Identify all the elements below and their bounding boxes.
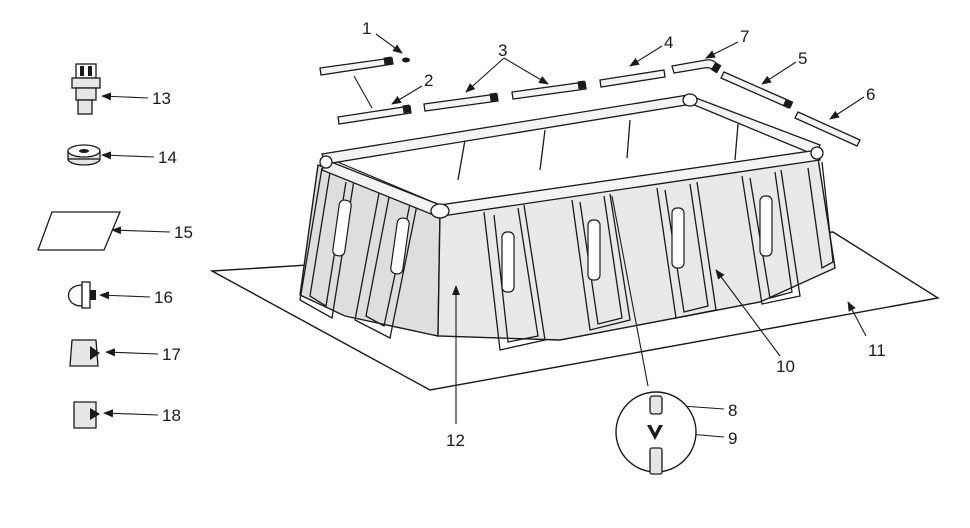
callout-17: 17 — [162, 345, 181, 364]
callout-1: 1 — [362, 19, 371, 38]
pool-liner — [299, 99, 836, 341]
part-13-valve — [71, 63, 101, 115]
part-17-end-cap — [69, 339, 100, 367]
callout-12: 12 — [446, 431, 465, 450]
part-18-end-cap — [73, 401, 100, 429]
part-16-plug-cap — [67, 281, 96, 309]
legs-front — [483, 161, 834, 351]
callout-labels: 1 2 3 4 5 6 7 8 9 10 11 12 13 14 15 16 1… — [152, 19, 886, 450]
callout-15: 15 — [174, 223, 193, 242]
callout-2: 2 — [424, 71, 433, 90]
callout-7: 7 — [740, 27, 749, 46]
callout-3: 3 — [498, 41, 507, 60]
leg-end — [649, 447, 663, 475]
detail-circle — [615, 391, 697, 475]
loose-beams — [319, 56, 861, 147]
callout-10: 10 — [776, 357, 795, 376]
seal-ring-part-1 — [402, 57, 410, 63]
callout-4: 4 — [664, 33, 673, 52]
callout-18: 18 — [162, 406, 181, 425]
callout-14: 14 — [158, 148, 177, 167]
part-15-patch — [37, 211, 121, 251]
callout-16: 16 — [154, 288, 173, 307]
leader-lines — [99, 33, 867, 438]
assembled-top-rail — [319, 93, 824, 219]
sleeve-part-8 — [649, 395, 663, 415]
callout-11: 11 — [868, 341, 886, 360]
part-14-plug — [67, 144, 101, 166]
v-clip-part-9 — [647, 425, 663, 440]
callout-6: 6 — [866, 85, 875, 104]
callout-13: 13 — [152, 89, 171, 108]
callout-9: 9 — [728, 429, 737, 448]
leg-slots — [332, 195, 773, 293]
callout-8: 8 — [728, 401, 737, 420]
callout-5: 5 — [798, 49, 807, 68]
